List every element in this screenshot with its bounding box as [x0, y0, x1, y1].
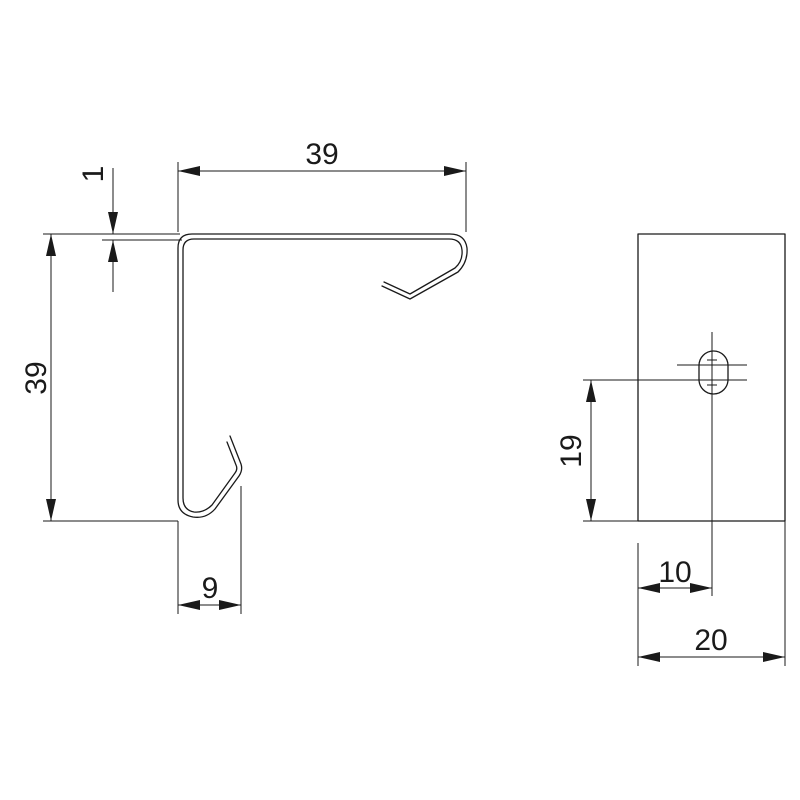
mounting-slot	[698, 350, 729, 395]
arrow-down	[108, 212, 118, 234]
dim-label-wall-thickness: 1	[77, 166, 110, 183]
arrow-left	[178, 600, 200, 610]
dim-slot-height: 19	[555, 380, 638, 522]
arrow-right	[763, 652, 785, 662]
dim-label-hook-depth: 9	[202, 572, 219, 605]
dim-label-slot-offset: 10	[658, 556, 691, 589]
hook-profile	[177, 233, 468, 518]
arrow-bottom	[46, 499, 56, 521]
dim-label-top-width: 39	[305, 138, 338, 171]
plate-front-view	[583, 233, 786, 596]
arrow-left	[638, 652, 660, 662]
dim-plate-width: 20	[638, 521, 786, 666]
arrow-up	[108, 240, 118, 262]
arrow-right	[444, 166, 466, 176]
hook-inner-contour	[182, 238, 463, 513]
dim-height: 39	[20, 233, 180, 522]
arrow-left	[638, 583, 660, 593]
arrow-left	[178, 166, 200, 176]
dim-wall-thickness: 1	[77, 166, 182, 292]
hook-outer-contour	[177, 233, 468, 518]
dim-top-width: 39	[177, 138, 467, 232]
dim-label-plate-width: 20	[694, 624, 727, 657]
dim-slot-offset: 10	[637, 543, 712, 666]
dim-hook-depth: 9	[177, 486, 242, 614]
arrow-bottom	[586, 499, 596, 521]
arrow-right	[690, 583, 712, 593]
arrow-top	[46, 234, 56, 256]
dim-label-height: 39	[20, 361, 53, 394]
arrow-right	[219, 600, 241, 610]
dim-label-slot-height: 19	[555, 434, 588, 467]
arrow-top	[586, 380, 596, 402]
